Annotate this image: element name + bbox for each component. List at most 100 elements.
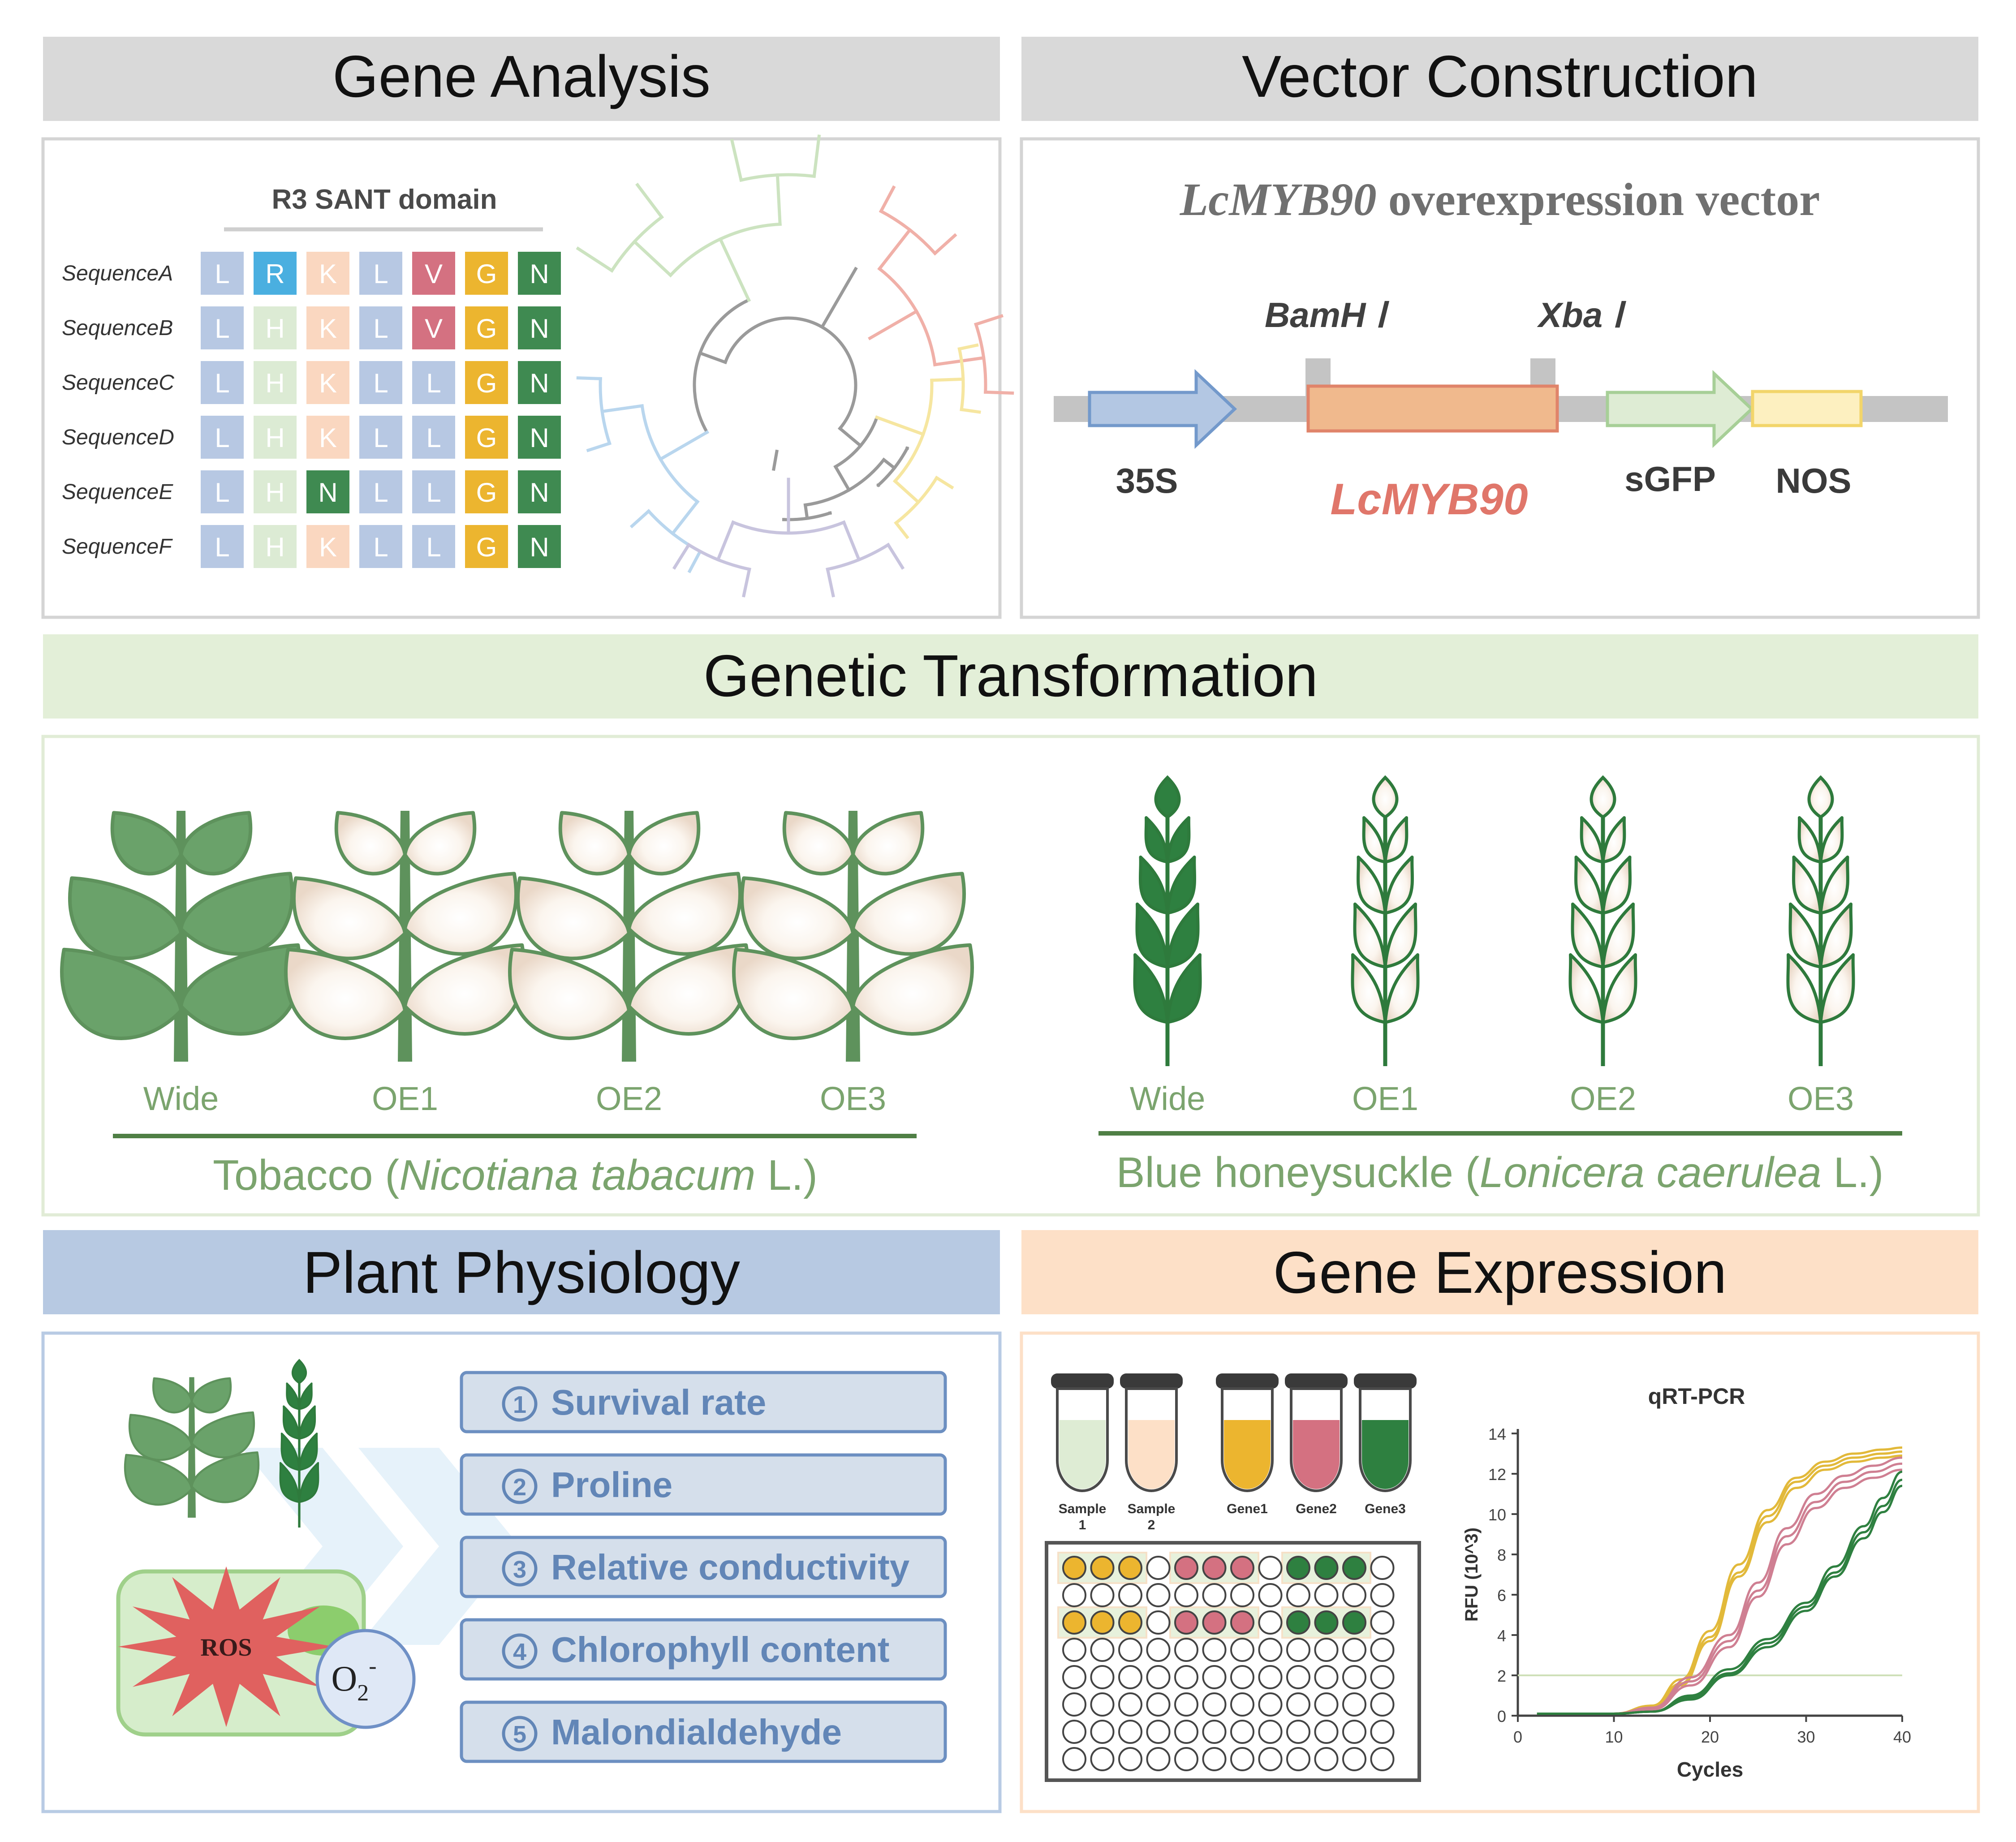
residue-cell xyxy=(412,306,455,349)
residue-letter: L xyxy=(373,532,388,562)
residue-letter: L xyxy=(426,368,441,398)
honeysuckle-leaf xyxy=(1819,816,1844,864)
tree-arc xyxy=(957,347,965,412)
physiology-title: Plant Physiology xyxy=(303,1239,740,1305)
promoter-35s-arrow xyxy=(1088,369,1237,449)
residue-letter: L xyxy=(215,314,229,344)
residue-cell xyxy=(518,306,561,349)
tree-branch xyxy=(718,237,751,302)
honeysuckle-leaf xyxy=(1351,953,1387,1024)
tree-branch xyxy=(820,267,858,329)
tree-branch xyxy=(576,376,602,380)
tree-branch xyxy=(892,479,921,504)
tree-arc xyxy=(693,298,751,435)
xbai-site-label: Xba Ⅰ xyxy=(1537,295,1627,335)
plate-well xyxy=(1258,1692,1283,1717)
amplification-curve xyxy=(1537,1468,1903,1715)
plate-well xyxy=(1314,1720,1339,1744)
honeysuckle-leaf xyxy=(282,1405,301,1440)
residue-letter: L xyxy=(215,368,229,398)
expression-header xyxy=(1021,1230,1978,1314)
plate-well xyxy=(1314,1638,1339,1662)
tube-cap xyxy=(1120,1373,1183,1389)
tobacco-leaf xyxy=(68,876,183,960)
y-tick-label: 10 xyxy=(1488,1506,1506,1524)
honeysuckle-top-leaf xyxy=(1590,775,1616,819)
transformation-header xyxy=(43,634,1978,719)
residue-cell xyxy=(201,470,244,513)
physiology-index-box xyxy=(460,1536,947,1598)
physiology-index-box xyxy=(460,1700,947,1763)
tobacco-leaf xyxy=(627,811,701,876)
residue-letter: G xyxy=(476,259,497,289)
plate-well xyxy=(1258,1556,1283,1580)
honeysuckle-leaf xyxy=(298,1382,313,1410)
plate-well xyxy=(1230,1556,1254,1580)
tree-branch xyxy=(877,228,912,271)
plate-well xyxy=(1286,1692,1310,1717)
plate-well xyxy=(1146,1692,1171,1717)
plate-well xyxy=(1202,1692,1227,1717)
index-number-circle xyxy=(502,1386,538,1422)
residue-letter: G xyxy=(476,314,497,344)
plate-well xyxy=(1286,1747,1310,1771)
tree-arc xyxy=(668,222,782,278)
residue-letter: L xyxy=(426,478,441,508)
residue-letter: G xyxy=(476,532,497,562)
index-label: Relative conductivity xyxy=(551,1547,910,1587)
honeysuckle-leaf xyxy=(1133,953,1169,1024)
residue-cell xyxy=(412,252,455,295)
tree-branch xyxy=(742,567,751,598)
tobacco-leaf xyxy=(732,947,855,1040)
tree-branch xyxy=(716,520,735,562)
index-number: 5 xyxy=(513,1721,526,1748)
plate-well xyxy=(1118,1583,1142,1607)
index-number-circle xyxy=(502,1716,538,1752)
tube-label: Sample xyxy=(1128,1502,1176,1516)
index-label: Proline xyxy=(551,1465,672,1505)
tree-arc xyxy=(609,215,664,273)
tree-arc xyxy=(876,446,909,487)
plate-well xyxy=(1090,1692,1115,1717)
honeysuckle-top-leaf xyxy=(292,1359,307,1384)
phylogenetic-tree xyxy=(576,134,1014,598)
plate-well xyxy=(1370,1665,1395,1689)
tobacco-leaf xyxy=(190,1411,255,1459)
plate-well xyxy=(1146,1556,1171,1580)
honeysuckle-leaf xyxy=(1139,855,1169,915)
plate-well xyxy=(1146,1638,1171,1662)
plate-well xyxy=(1062,1720,1086,1744)
tree-arc xyxy=(723,316,857,431)
tobacco-leaf xyxy=(851,811,925,876)
residue-letter: L xyxy=(373,423,388,453)
honeysuckle-leaf xyxy=(1383,902,1417,969)
plate-well xyxy=(1146,1665,1171,1689)
amplification-curve xyxy=(1537,1446,1903,1715)
plate-well xyxy=(1286,1665,1310,1689)
tobacco-leaf xyxy=(403,811,477,876)
residue-letter: H xyxy=(265,532,284,562)
honeysuckle-suffix: L.) xyxy=(1822,1149,1884,1196)
tube-liquid xyxy=(1224,1420,1271,1489)
plate-well xyxy=(1118,1692,1142,1717)
plate-well xyxy=(1090,1665,1115,1689)
index-number: 3 xyxy=(513,1556,526,1583)
honeysuckle-leaf xyxy=(1383,816,1409,864)
tube-cap xyxy=(1285,1373,1348,1389)
tree-branch xyxy=(698,351,728,365)
honeysuckle-latin: Lonicera caerulea xyxy=(1480,1149,1822,1196)
y-axis-label: RFU (10^3) xyxy=(1462,1528,1482,1622)
plate-well xyxy=(1258,1610,1283,1635)
tobacco-leaf xyxy=(334,811,407,876)
vector-construction-title: Vector Construction xyxy=(1242,43,1758,109)
residue-cell xyxy=(518,470,561,513)
tree-branch xyxy=(933,356,986,367)
tree-branch xyxy=(868,309,919,340)
transformation-box xyxy=(41,735,1980,1217)
physiology-index-box xyxy=(460,1371,947,1433)
plate-well xyxy=(1230,1583,1254,1607)
plate-well xyxy=(1062,1583,1086,1607)
plate-well xyxy=(1258,1638,1283,1662)
plate-well xyxy=(1286,1610,1310,1635)
